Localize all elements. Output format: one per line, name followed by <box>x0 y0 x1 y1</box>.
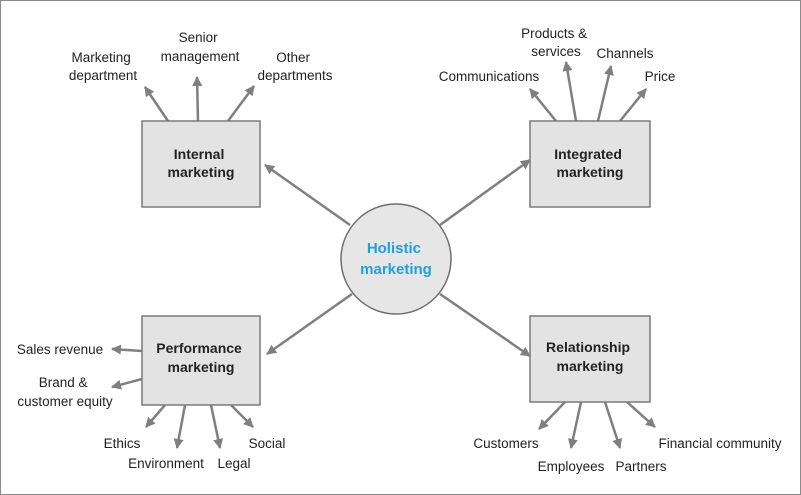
leaf-financial-community: Financial community <box>658 436 781 451</box>
leaf-other-departments: Other departments <box>257 50 332 83</box>
integrated-marketing-box: Integrated marketing <box>529 120 651 208</box>
arrow-financial-community <box>626 401 656 428</box>
leaf-brand-customer-equity: Brand & customer equity <box>17 375 113 409</box>
holistic-marketing-label: Holistic marketing <box>360 240 432 278</box>
arrow-sales-revenue <box>111 344 143 355</box>
arrow-to-internal <box>264 163 351 227</box>
arrow-to-relationship <box>439 292 531 358</box>
leaf-ethics: Ethics <box>104 436 141 451</box>
leaf-products-services: Products & services <box>521 26 591 59</box>
internal-marketing-box: Internal marketing <box>141 120 261 208</box>
arrow-brand-customer-equity <box>111 377 143 390</box>
arrow-customers <box>538 401 566 430</box>
leaf-channels: Channels <box>596 46 653 61</box>
arrow-products-services <box>562 61 578 122</box>
relationship-marketing-box: Relationship marketing <box>529 315 651 403</box>
arrow-legal <box>209 404 224 449</box>
leaf-sales-revenue: Sales revenue <box>17 342 103 357</box>
leaf-arrows <box>111 61 656 449</box>
arrow-price <box>619 88 647 122</box>
arrow-environment <box>173 404 187 449</box>
arrow-to-integrated <box>439 158 531 227</box>
arrow-social <box>230 404 254 428</box>
leaf-environment: Environment <box>128 456 204 471</box>
arrow-channels <box>596 65 614 122</box>
leaf-legal: Legal <box>217 456 250 471</box>
internal-marketing-label: Internal marketing <box>168 146 235 180</box>
performance-marketing-box: Performance marketing <box>141 315 261 406</box>
leaf-social: Social <box>249 436 286 451</box>
leaf-price: Price <box>645 69 676 84</box>
center-arrows <box>264 158 531 358</box>
performance-marketing-label: Performance marketing <box>156 340 245 375</box>
arrow-employees <box>568 401 583 449</box>
arrow-other-departments <box>226 85 256 122</box>
leaf-customers: Customers <box>473 436 539 451</box>
leaf-employees: Employees <box>538 459 605 474</box>
leaf-partners: Partners <box>615 459 666 474</box>
leaf-senior-management: Senior management <box>161 30 240 64</box>
arrow-senior-management <box>192 76 203 122</box>
arrow-to-performance <box>266 292 353 356</box>
relationship-marketing-label: Relationship marketing <box>546 339 634 374</box>
leaf-communications: Communications <box>439 69 540 84</box>
leaf-marketing-department: Marketing department <box>69 50 138 83</box>
arrow-marketing-department <box>143 86 170 122</box>
integrated-marketing-label: Integrated marketing <box>554 146 626 180</box>
holistic-marketing-circle <box>340 203 452 315</box>
arrow-partners <box>603 401 622 449</box>
arrow-ethics <box>145 404 166 428</box>
arrow-communications <box>529 88 557 122</box>
